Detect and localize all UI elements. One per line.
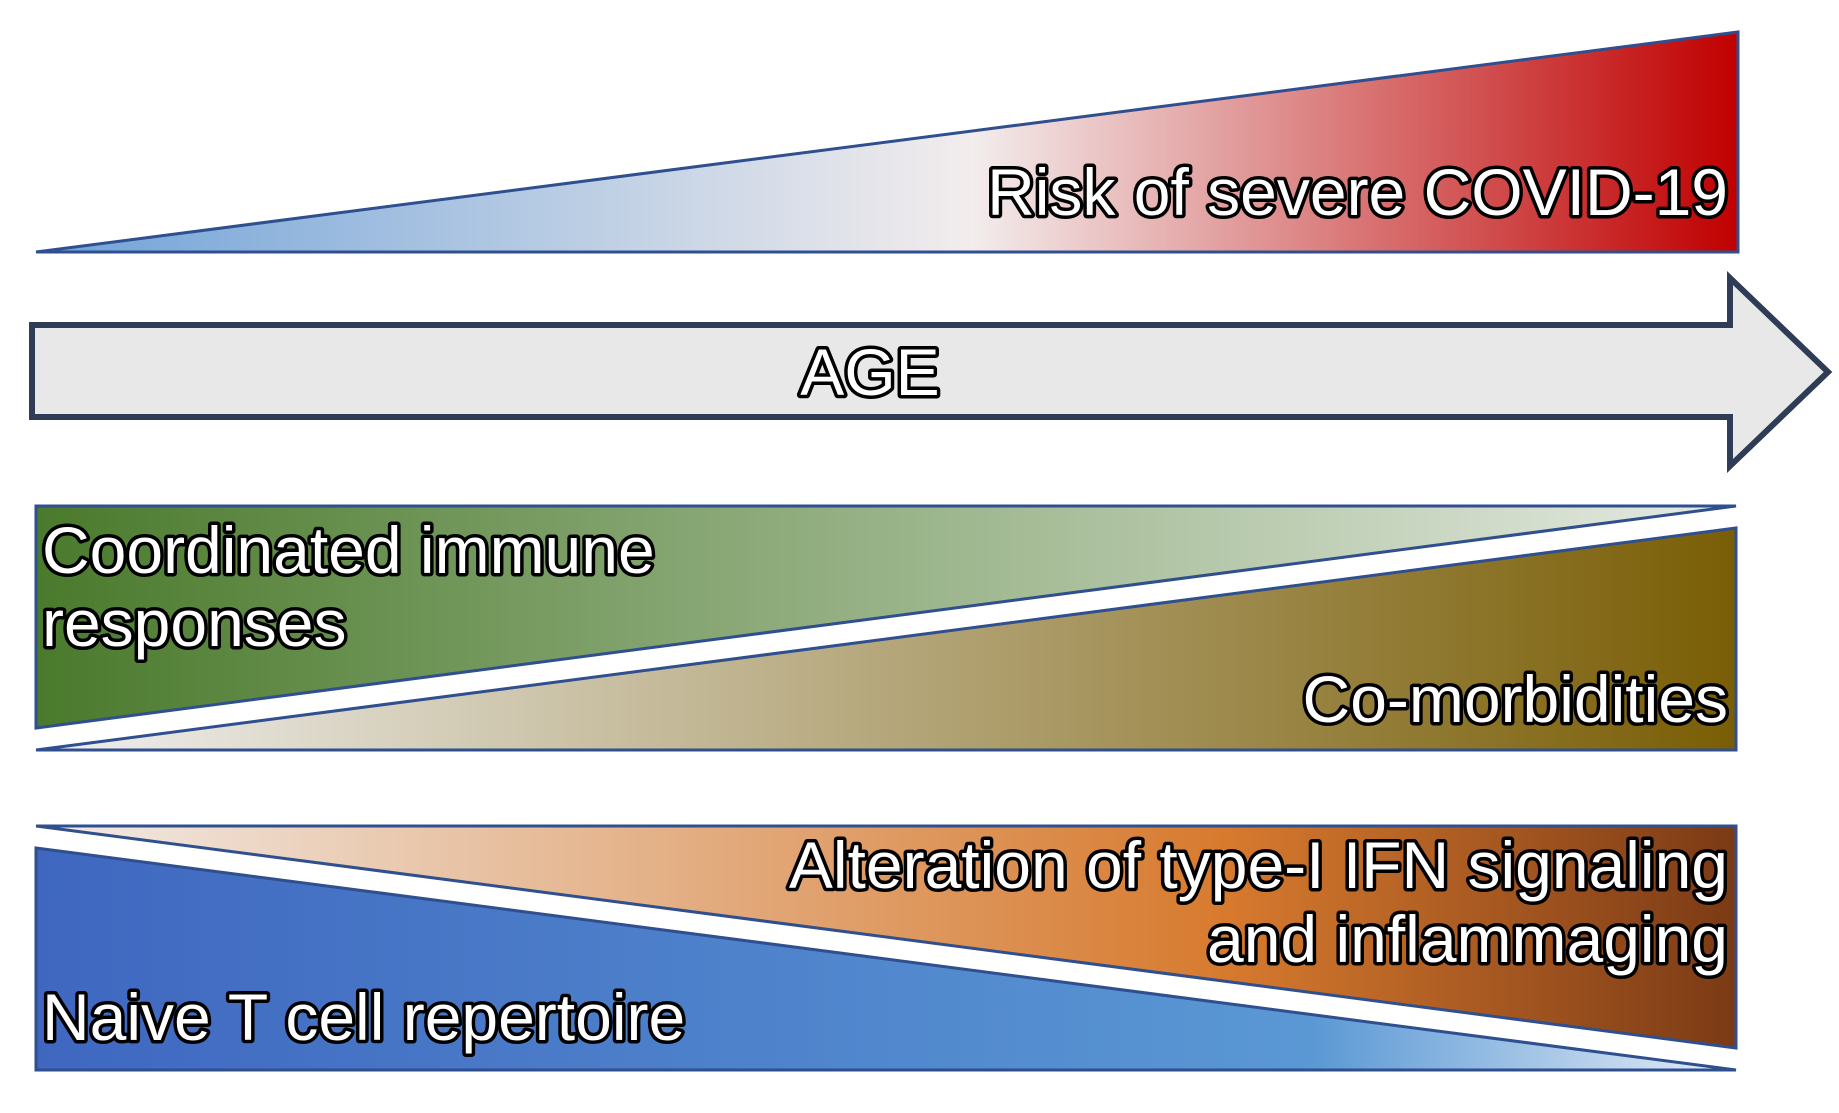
ifn-wedge (35, 824, 1738, 1050)
coordinated-label-line1: Coordinated immune (42, 513, 655, 587)
naive-wedge (34, 846, 1737, 1072)
naive-label: Naive T cell repertoire (42, 980, 685, 1054)
risk-wedge (35, 30, 1740, 254)
comorbidities-wedge (35, 526, 1738, 752)
ifn-label-line2: and inflammaging (1207, 902, 1728, 976)
comorbidities-label: Co-morbidities (1303, 662, 1728, 736)
coordinated-label-line2: responses (42, 586, 347, 660)
risk-label: Risk of severe COVID-19 (987, 155, 1728, 229)
immune-wedge (34, 504, 1737, 730)
ifn-label-line1: Alteration of type-I IFN signaling (789, 828, 1728, 902)
age-arrow (29, 270, 1833, 474)
age-label: AGE (800, 335, 939, 409)
